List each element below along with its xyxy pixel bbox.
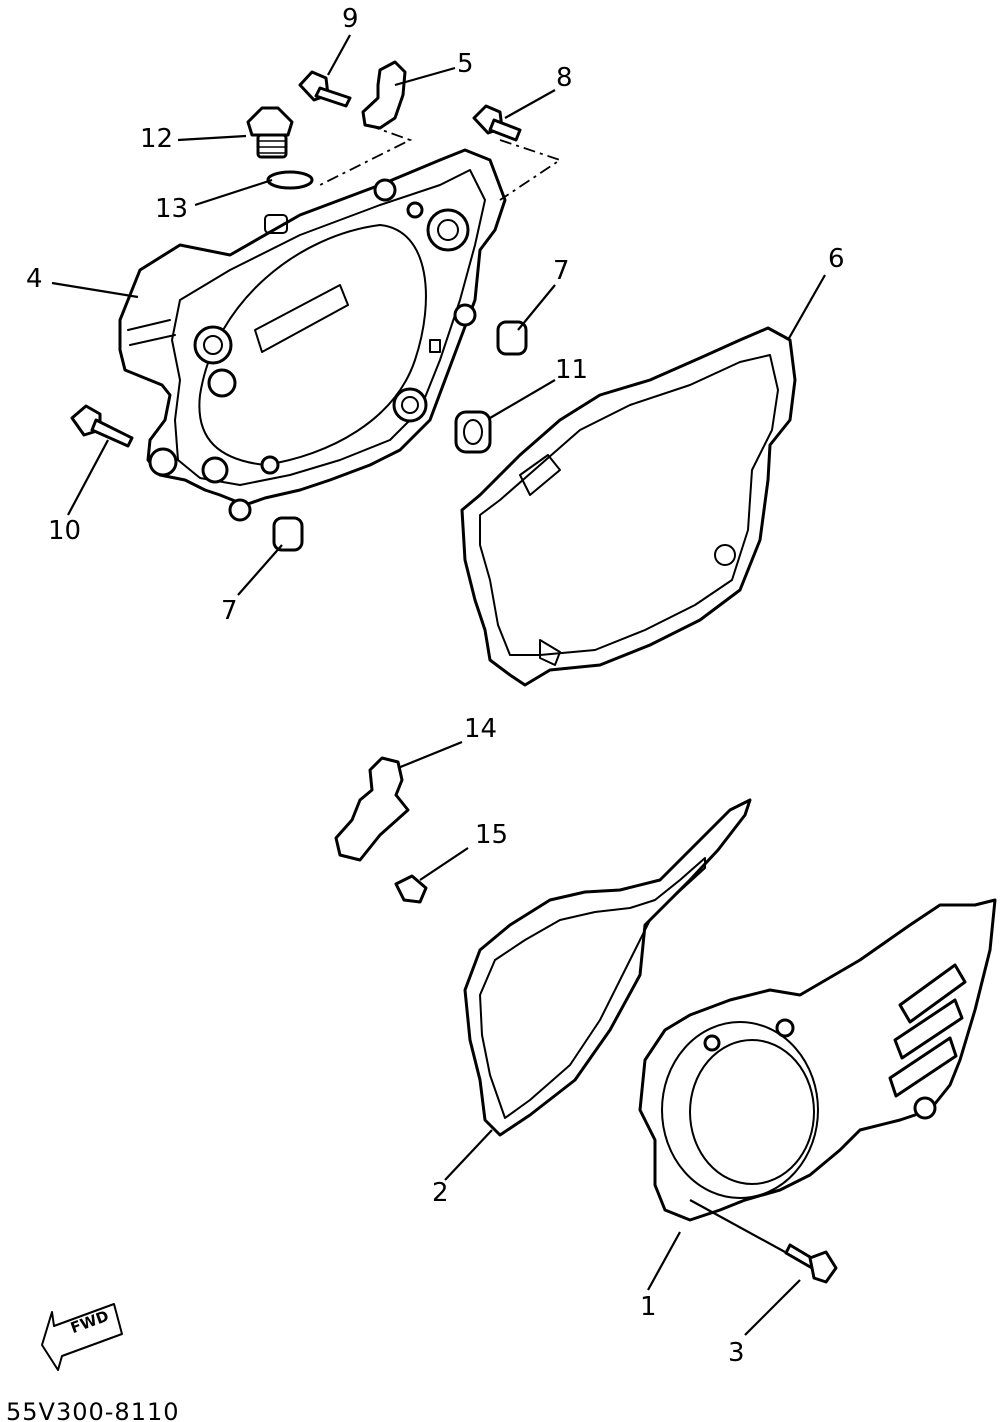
oil-filler-plug [246, 106, 294, 159]
callout-11: 11 [555, 355, 589, 385]
callout-3: 3 [728, 1338, 745, 1368]
callout-1: 1 [640, 1292, 657, 1322]
callout-14: 14 [464, 714, 498, 744]
oil-seal [454, 410, 492, 454]
drawing-code: 55V300-8110 [6, 1398, 180, 1422]
callout-4: 4 [26, 264, 43, 294]
screw-15 [394, 874, 428, 904]
callout-15: 15 [475, 820, 509, 850]
dowel-pin-lower [272, 516, 304, 552]
bracket-14 [334, 756, 410, 862]
crankcase-gasket [463, 798, 752, 1137]
callout-6: 6 [828, 244, 845, 274]
bracket-5 [361, 60, 407, 130]
callout-9: 9 [342, 4, 359, 34]
callout-5: 5 [457, 49, 474, 79]
bolt-10 [70, 404, 134, 448]
generator-cover [638, 898, 997, 1222]
bolt-8 [472, 104, 522, 142]
callout-10: 10 [48, 516, 82, 546]
callout-2: 2 [432, 1178, 449, 1208]
callout-8: 8 [556, 63, 573, 93]
crankcase-cover [118, 148, 507, 522]
callout-7-upper: 7 [553, 256, 570, 286]
o-ring [266, 170, 314, 190]
callout-7-lower: 7 [221, 596, 238, 626]
fwd-arrow-icon [41, 1303, 123, 1371]
bolt-3 [784, 1243, 838, 1284]
callout-13: 13 [155, 194, 189, 224]
leader-lines [51, 34, 826, 1336]
callout-12: 12 [140, 124, 174, 154]
bolt-9 [298, 70, 352, 108]
cover-gasket [460, 326, 797, 687]
